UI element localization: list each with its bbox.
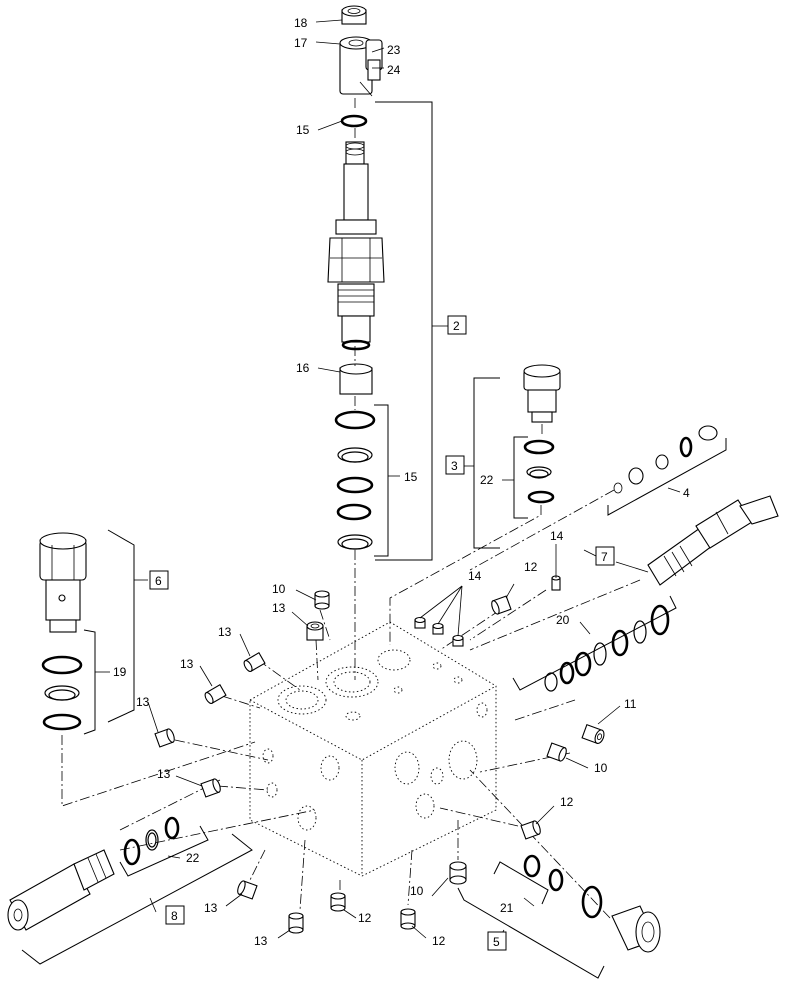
centerlines — [61, 98, 641, 919]
relief-cartridge-7 — [647, 495, 779, 586]
solenoid-cartridge — [327, 141, 385, 351]
callout-13-a: 13 — [272, 601, 286, 615]
valve-block — [249, 621, 497, 877]
relief-cartridge-8 — [7, 816, 180, 931]
callout-17: 17 — [294, 36, 308, 50]
callout-24: 24 — [387, 63, 401, 77]
leader-lines — [95, 19, 681, 941]
callout-13-g: 13 — [254, 934, 268, 948]
cartridge-5 — [523, 854, 661, 953]
assembly-8: 8 — [171, 909, 178, 923]
boxed-labels: 2 3 6 7 8 5 — [149, 315, 615, 951]
o-ring-15-top — [340, 114, 368, 128]
sleeve-16 — [339, 363, 373, 395]
callout-10-upper: 10 — [272, 582, 286, 596]
assembly-6: 6 — [155, 574, 162, 588]
bracket-2 — [375, 101, 433, 561]
bracket-20 — [512, 595, 677, 691]
bracket-22a — [513, 436, 528, 519]
callout-15-top: 15 — [296, 123, 310, 137]
bracket-15 — [374, 404, 389, 557]
callout-18: 18 — [294, 16, 308, 30]
top-nut-18 — [341, 5, 367, 25]
callout-12-upper: 12 — [524, 560, 538, 574]
callout-12-right: 12 — [560, 795, 574, 809]
callout-12-bottom-b: 12 — [432, 934, 446, 948]
callout-19: 19 — [113, 665, 127, 679]
bracket-3 — [473, 377, 500, 549]
bracket-19 — [83, 629, 96, 735]
bracket-21 — [493, 861, 549, 905]
assembly-2: 2 — [453, 319, 460, 333]
callout-15-seals: 15 — [404, 470, 418, 484]
plugs — [154, 575, 605, 934]
bracket-8 — [21, 833, 253, 965]
bracket-6 — [107, 529, 135, 723]
callout-14-single: 14 — [550, 529, 564, 543]
washers-20 — [544, 604, 670, 692]
bracket-5 — [457, 887, 605, 979]
assembly-3: 3 — [451, 459, 458, 473]
assembly-5: 5 — [493, 935, 500, 949]
callout-16: 16 — [296, 361, 310, 375]
callout-14-group: 14 — [468, 569, 482, 583]
callout-13-d: 13 — [136, 695, 150, 709]
callout-13-b: 13 — [218, 625, 232, 639]
callout-13-f: 13 — [204, 901, 218, 915]
callout-12-bottom: 12 — [358, 911, 372, 925]
callout-labels: 18 17 23 24 15 16 15 22 4 14 14 12 10 13… — [113, 16, 690, 948]
cartridge-6 — [39, 532, 87, 731]
bracket-22b — [119, 825, 209, 877]
callout-10-right: 10 — [594, 761, 608, 775]
callout-10-bottom: 10 — [410, 884, 424, 898]
coil-17 — [339, 36, 383, 97]
callout-13-e: 13 — [157, 767, 171, 781]
callout-4: 4 — [683, 486, 690, 500]
seal-kit-15 — [334, 410, 376, 550]
callout-20: 20 — [556, 613, 570, 627]
callout-22-lower: 22 — [186, 851, 200, 865]
spring-kit-4 — [613, 425, 718, 494]
assembly-7: 7 — [601, 550, 608, 564]
cartridge-3 — [523, 364, 561, 504]
callout-11: 11 — [624, 697, 637, 711]
callout-23: 23 — [387, 43, 401, 57]
bracket-4 — [607, 438, 727, 516]
callout-22-upper: 22 — [480, 473, 494, 487]
callout-21: 21 — [500, 901, 514, 915]
callout-13-c: 13 — [180, 657, 194, 671]
